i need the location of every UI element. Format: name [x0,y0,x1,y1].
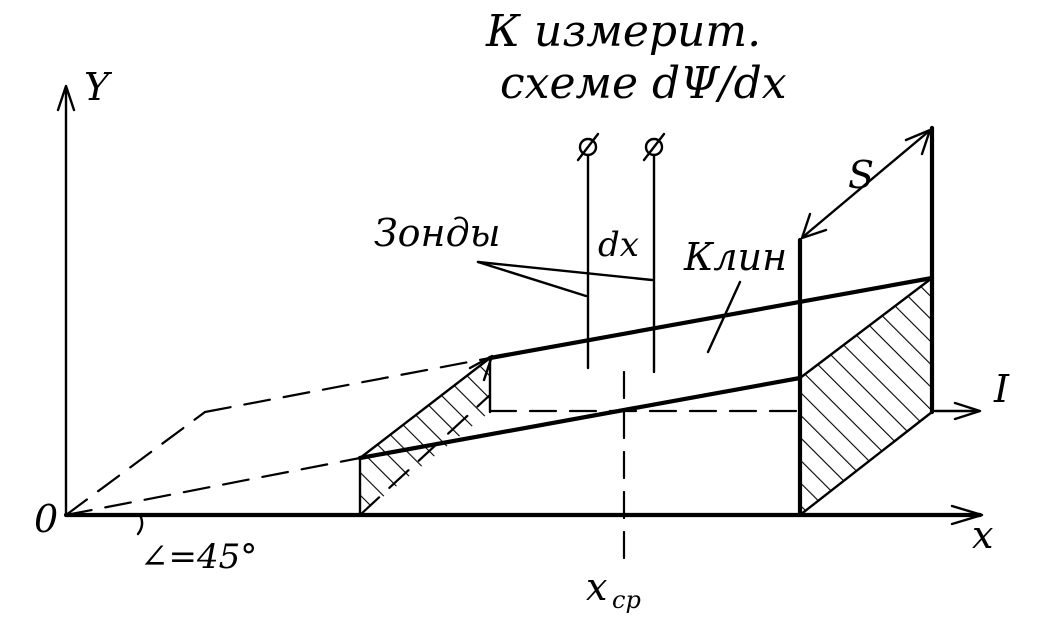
wedge-top-edge [487,275,935,361]
right-face-edge-bottom [798,410,934,517]
dashed-line-lower [64,456,362,517]
thickness-dimension-line [802,130,930,238]
dashed-line-upper-a [64,410,207,517]
beam-axis-arrowhead [953,401,982,421]
dashed-line-upper-b [203,356,492,414]
right-face-edge-top [798,276,934,380]
wedge-bottom-edge [357,375,803,461]
wedge-label: Клин [683,235,787,279]
probe-right-terminal [644,137,664,157]
probe-left-slash [576,132,600,162]
probe-left-terminal [578,137,598,157]
angle-arc [136,513,144,536]
x-axis-label: x [972,513,993,557]
xcp-subscript: ср [612,586,641,614]
x-axis-arrowhead [950,504,984,526]
title-line-2: схеме dΨ/dx [500,58,787,109]
y-axis-label: Y [84,65,113,109]
thickness-label: S [848,153,874,197]
wedge-leader [706,280,742,354]
angle-label: ∠=45° [140,537,257,577]
right-face-hatch [800,278,932,515]
probes-leader-right [476,260,654,282]
probe-right-slash [642,132,666,162]
probes-leader-left [476,260,588,298]
xcp-label: x [586,565,607,609]
origin-label: 0 [34,497,58,541]
probes-label: Зонды [374,211,501,255]
title-line-1: К измерит. [485,6,761,57]
thickness-arrowhead-upper [904,128,932,156]
gap-label: dx [598,225,639,265]
left-face-hatch [360,358,490,515]
thickness-arrowhead-lower [800,212,828,240]
beam-label: I [993,367,1010,411]
left-face-edge-diagonal [358,356,492,460]
y-axis-arrowhead [56,84,76,112]
